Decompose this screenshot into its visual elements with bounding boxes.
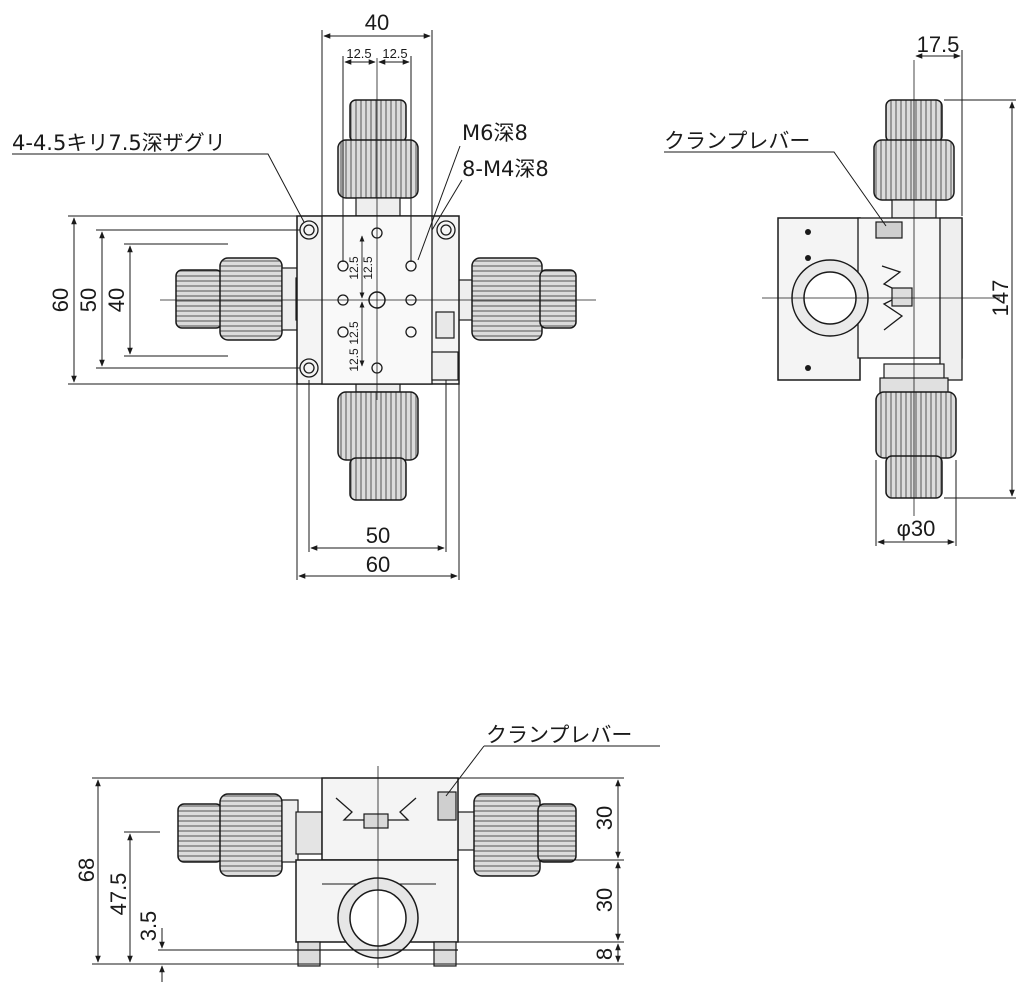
dim-height-50: 50 (76, 288, 101, 312)
dim-vertical-pitch-2: 12.5 (361, 256, 375, 280)
dim-vertical-pitch-4: 12.5 (347, 348, 361, 372)
dim-offset-17-5: 17.5 (917, 32, 960, 57)
dim-lower-30: 30 (592, 888, 617, 912)
dim-width-60: 60 (366, 552, 390, 577)
label-counterbore: 4-4.5キリ7.5深ザグリ (12, 131, 226, 155)
top-view: 40 12.5 12.5 12.5 12.5 12.5 12.5 60 50 4… (12, 10, 596, 580)
front-view: 68 47.5 3.5 30 30 8 クランプレバー (74, 723, 660, 982)
dim-height-47-5: 47.5 (106, 873, 131, 916)
dim-base-8: 8 (592, 948, 617, 960)
knob-right (457, 257, 577, 341)
dim-vertical-pitch-1: 12.5 (347, 256, 361, 280)
label-clamp-lever-side: クランプレバー (664, 129, 810, 153)
front-knob-right (457, 793, 577, 877)
side-view: 17.5 147 φ30 クランプレバー (664, 32, 1016, 546)
dim-width-40: 40 (365, 10, 389, 35)
label-clamp-lever-front: クランプレバー (486, 723, 632, 747)
knob-bottom (337, 377, 419, 501)
knob-left (175, 257, 313, 341)
dim-hole-pitch-left: 12.5 (346, 46, 371, 61)
label-m4-holes: 8-M4深8 (462, 157, 549, 181)
front-knob-left (177, 793, 323, 877)
side-knob-bottom (875, 363, 957, 499)
front-clamp-lever (437, 791, 457, 821)
dim-upper-30: 30 (592, 806, 617, 830)
dim-height-60: 60 (48, 288, 73, 312)
dim-height-68: 68 (74, 858, 99, 882)
dim-width-50: 50 (366, 523, 390, 548)
label-m6-hole: M6深8 (462, 121, 528, 145)
dim-total-147: 147 (988, 280, 1013, 317)
dim-vertical-pitch-3: 12.5 (347, 321, 361, 345)
dim-height-3-5: 3.5 (136, 911, 161, 942)
dim-knob-diameter: φ30 (897, 516, 936, 541)
dim-hole-pitch-right: 12.5 (382, 46, 407, 61)
knob-top (337, 99, 419, 217)
clamp-lever-top (435, 311, 455, 339)
dim-height-40: 40 (104, 288, 129, 312)
side-clamp-lever (875, 221, 903, 239)
